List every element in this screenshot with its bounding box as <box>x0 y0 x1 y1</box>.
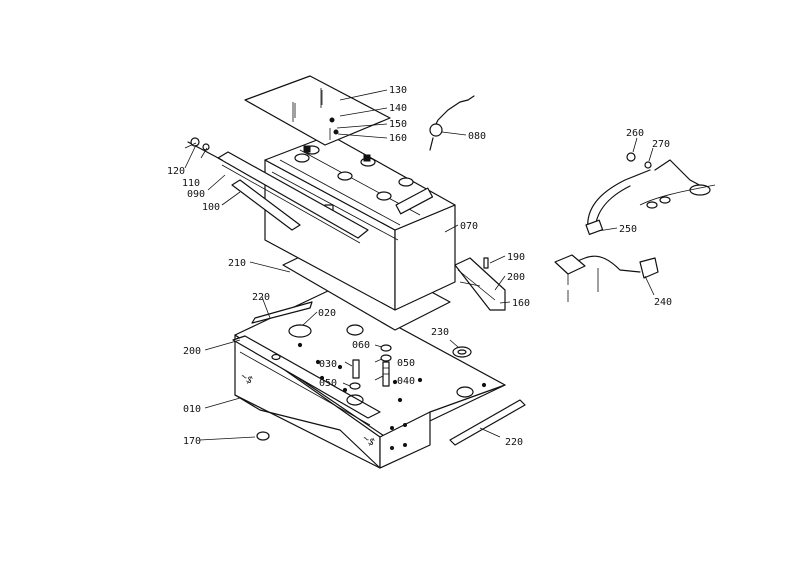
label-210: 210 <box>228 258 246 269</box>
label-060: 060 <box>352 340 370 351</box>
cable-assembly <box>554 152 716 302</box>
label-110: 110 <box>182 178 200 189</box>
label-250: 250 <box>619 224 637 235</box>
cover-130 <box>244 75 391 146</box>
label-270: 270 <box>652 139 670 150</box>
label-240: 240 <box>654 297 672 308</box>
label-260: 260 <box>626 128 644 139</box>
svg-text:~$: ~$ <box>239 371 255 387</box>
label-050-lower: 050 <box>319 378 337 389</box>
switch-080 <box>429 95 475 151</box>
label-020: 020 <box>318 308 336 319</box>
label-220-right: 220 <box>505 437 523 448</box>
part-labels: 130 140 150 160 080 120 110 090 100 070 … <box>167 85 672 448</box>
bracket-right <box>454 257 506 311</box>
label-070: 070 <box>460 221 478 232</box>
svg-text:~$: ~$ <box>361 433 377 449</box>
label-150: 150 <box>389 119 407 130</box>
battery-070 <box>264 134 456 331</box>
label-050-upper: 050 <box>397 358 415 369</box>
label-200-right: 200 <box>507 272 525 283</box>
battery-caps <box>294 145 434 215</box>
label-080: 080 <box>468 131 486 142</box>
label-120: 120 <box>167 166 185 177</box>
label-140: 140 <box>389 103 407 114</box>
label-160-right: 160 <box>512 298 530 309</box>
label-160-top: 160 <box>389 133 407 144</box>
label-090: 090 <box>187 189 205 200</box>
hold-down-bar <box>187 137 369 244</box>
label-200-left: 200 <box>183 346 201 357</box>
label-130: 130 <box>389 85 407 96</box>
label-100: 100 <box>202 202 220 213</box>
label-190: 190 <box>507 252 525 263</box>
label-230: 230 <box>431 327 449 338</box>
rubber-strip-220-left <box>251 301 313 324</box>
label-220-left: 220 <box>252 292 270 303</box>
label-040: 040 <box>397 376 415 387</box>
label-170: 170 <box>183 436 201 447</box>
small-parts <box>256 324 472 441</box>
rubber-strip-220-right <box>449 399 526 446</box>
label-010: 010 <box>183 404 201 415</box>
leader-lines <box>184 88 655 441</box>
label-030: 030 <box>319 359 337 370</box>
